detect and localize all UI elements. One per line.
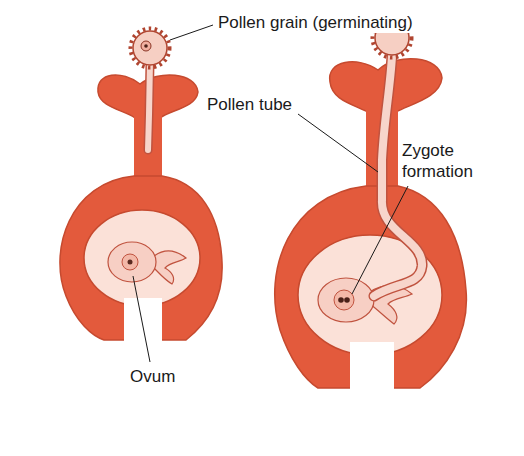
left-pistil — [60, 29, 222, 345]
pollen-tube-label: Pollen tube — [205, 94, 294, 115]
leader-lines — [133, 25, 408, 362]
pollen-grain-label: Pollen grain (germinating) — [216, 12, 415, 33]
ovum-label: Ovum — [128, 366, 177, 387]
zygote-label: Zygote formation — [400, 140, 499, 182]
right-pistil — [275, 19, 467, 393]
